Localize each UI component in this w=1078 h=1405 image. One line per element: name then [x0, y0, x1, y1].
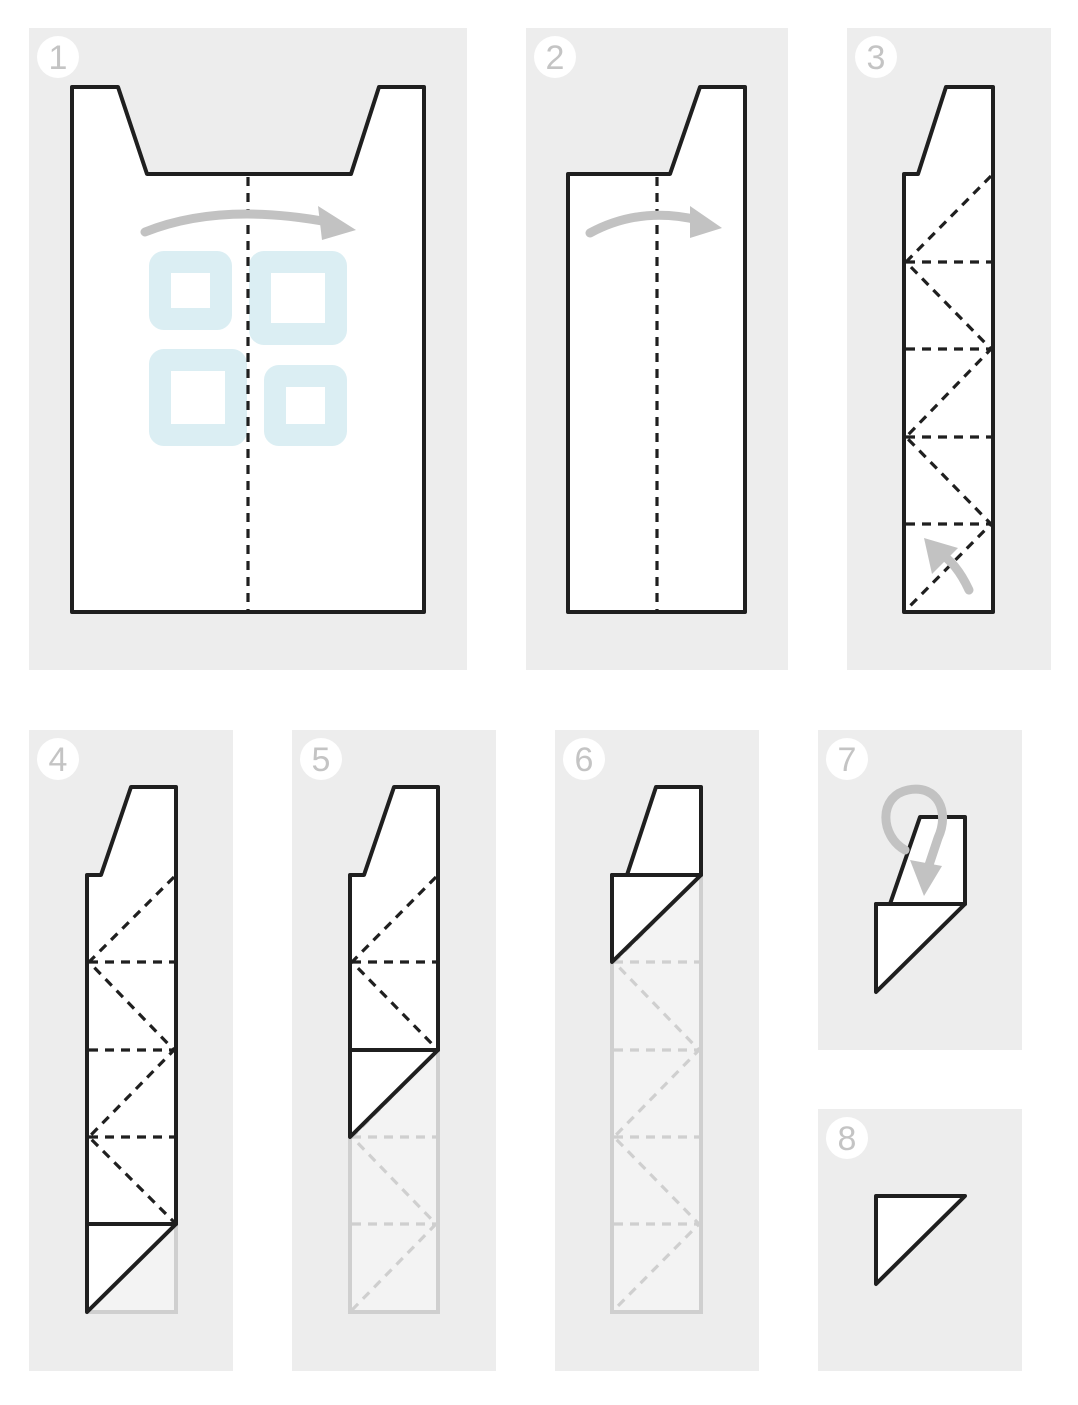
strip-shape: [902, 85, 995, 614]
strip-shape: [85, 785, 178, 1314]
zigzag-fold-lines: [903, 174, 994, 612]
finished-triangle-shape: [874, 1194, 967, 1286]
step-1-panel: 1: [29, 28, 467, 670]
fold-right-arrow-icon: [140, 206, 356, 240]
step-5-panel: 5: [292, 730, 496, 1371]
zigzag-fold-lines: [349, 875, 438, 1050]
step-number: 3: [867, 39, 886, 77]
step-number: 8: [838, 1120, 857, 1158]
step-8-panel: 8: [818, 1109, 1022, 1371]
step-number: 2: [546, 39, 565, 77]
step-number: 4: [49, 741, 68, 779]
step-number: 5: [312, 741, 331, 779]
fold-up-arrow-icon: [924, 538, 974, 595]
step-number: 1: [49, 39, 68, 77]
step-number: 7: [838, 741, 857, 779]
step-3-panel: 3: [847, 28, 1051, 670]
step-4-panel: 4: [29, 730, 233, 1371]
step-6-panel: 6: [555, 730, 759, 1371]
fold-right-arrow-icon: [585, 206, 722, 238]
zigzag-fold-lines: [86, 875, 177, 1224]
step-7-panel: 7: [818, 730, 1022, 1050]
step-2-panel: 2: [526, 28, 788, 670]
logo-icon: [149, 251, 347, 446]
step-number: 6: [575, 741, 594, 779]
tuck-loop-arrow-icon: [881, 784, 947, 896]
